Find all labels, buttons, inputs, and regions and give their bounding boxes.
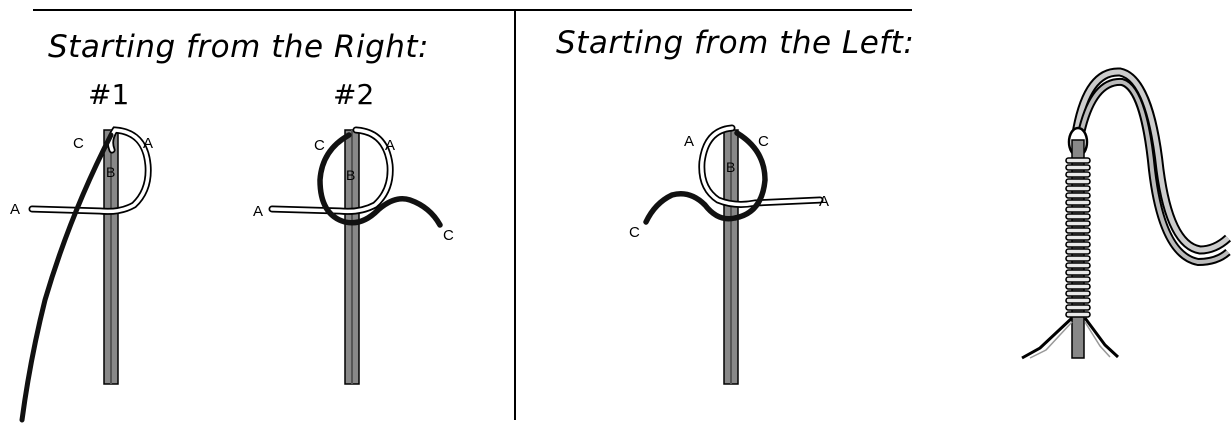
- label-a-top-3: A: [684, 133, 694, 150]
- strand-c-1: [19, 132, 114, 423]
- braid-coil: [1065, 199, 1091, 206]
- label-a-tail-2: A: [253, 203, 263, 220]
- braid-coil: [1065, 311, 1091, 318]
- braid-coil: [1065, 248, 1091, 255]
- label-b-2: B: [346, 167, 355, 183]
- step-two-label: #2: [333, 78, 374, 111]
- braid-coil: [1065, 234, 1091, 241]
- label-a-top-1: A: [143, 135, 153, 152]
- braid-coil: [1065, 269, 1091, 276]
- braid-coil: [1065, 157, 1091, 164]
- strand-a-2: [268, 126, 394, 215]
- finished-braid-illustration: [1021, 67, 1231, 360]
- braid-coil: [1065, 241, 1091, 248]
- braid-coil: [1065, 297, 1091, 304]
- braid-coil: [1065, 185, 1091, 192]
- braid-coil: [1065, 213, 1091, 220]
- braid-coil: [1065, 192, 1091, 199]
- label-a-top-2: A: [385, 137, 395, 154]
- label-a-tail-3: A: [819, 193, 829, 210]
- braid-coil: [1065, 283, 1091, 290]
- braid-coil: [1065, 178, 1091, 185]
- label-c-top-2: C: [314, 137, 325, 154]
- strand-a-1: [28, 126, 152, 215]
- label-b-1: B: [106, 164, 115, 180]
- label-c-top-3: C: [758, 133, 769, 150]
- braid-coil: [1065, 164, 1091, 171]
- label-c-tail-2: C: [443, 227, 454, 244]
- braid-coil: [1065, 206, 1091, 213]
- braid-coil: [1065, 262, 1091, 269]
- label-c-tail-3: C: [629, 224, 640, 241]
- braid-coil: [1065, 220, 1091, 227]
- braid-coil: [1065, 227, 1091, 234]
- strand-c-3: [643, 130, 768, 225]
- heading-right: Starting from the Right:: [48, 29, 429, 65]
- label-c-1: C: [73, 135, 84, 152]
- diagram-step-two: C A B A C: [253, 126, 454, 385]
- label-a-tail-1: A: [10, 201, 20, 218]
- braid-coil: [1065, 276, 1091, 283]
- heading-left: Starting from the Left:: [556, 25, 914, 61]
- braid-coil: [1065, 171, 1091, 178]
- label-b-3: B: [726, 159, 735, 175]
- strand-c-2: [317, 132, 443, 228]
- braid-coil: [1065, 255, 1091, 262]
- braid-coil: [1065, 290, 1091, 297]
- step-one-label: #1: [88, 78, 129, 111]
- diagram-left-start: A C B A C: [629, 124, 829, 385]
- braid-coil: [1065, 304, 1091, 311]
- diagram-step-one: C A B A: [10, 126, 153, 423]
